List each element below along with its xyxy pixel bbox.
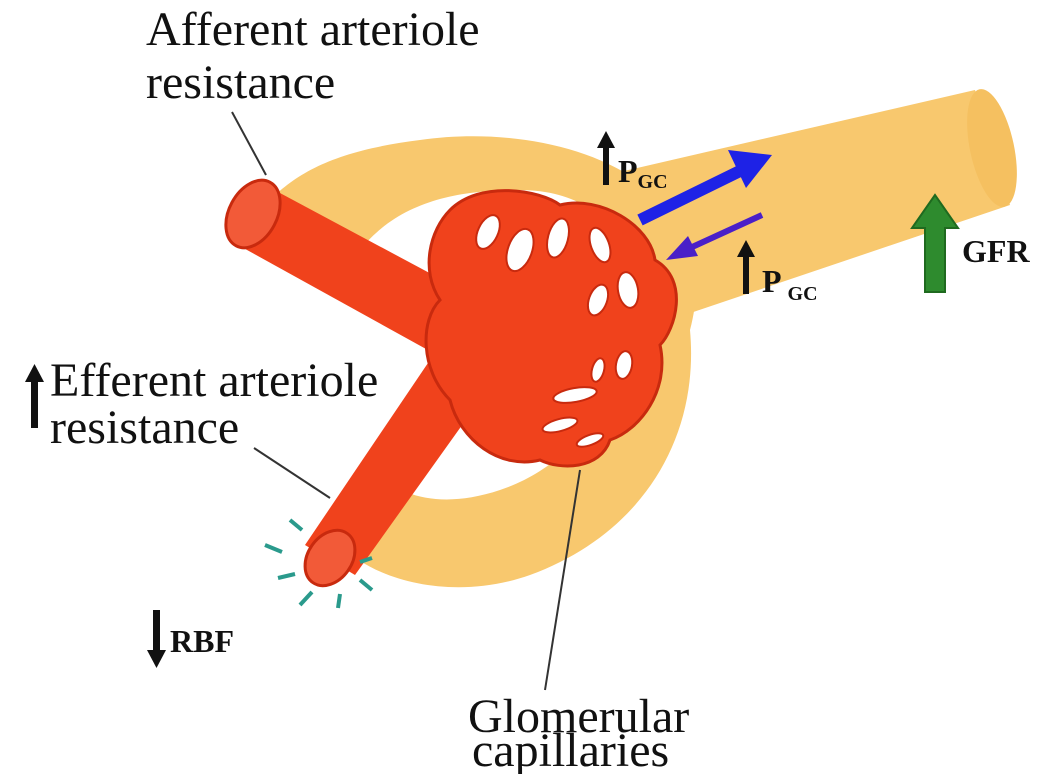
pgc-upper-sub: GC — [638, 171, 668, 193]
constriction-mark — [360, 580, 372, 590]
efferent-resistance-up-arrow — [25, 364, 44, 428]
efferent-leader — [254, 448, 330, 498]
constriction-mark — [265, 545, 282, 552]
rbf-label: RBF — [170, 623, 234, 659]
constriction-mark — [338, 594, 340, 608]
constriction-mark — [300, 592, 312, 605]
constriction-mark — [290, 520, 302, 530]
pgc-upper-label: PGC — [618, 153, 668, 193]
glomerular-label-line2: capillaries — [472, 724, 669, 774]
efferent-label-line1: Efferent arteriole — [50, 354, 378, 407]
pgc-lower-sub: GC — [788, 283, 818, 305]
efferent-label-line2: resistance — [50, 401, 239, 454]
pgc-lower-main: P — [762, 263, 782, 299]
gfr-label: GFR — [962, 233, 1030, 269]
rbf-down-arrow — [147, 610, 166, 668]
constriction-mark — [278, 574, 295, 578]
afferent-label-line1: Afferent arteriole — [146, 3, 480, 56]
afferent-leader — [232, 112, 266, 175]
pgc-upper-main: P — [618, 153, 638, 189]
afferent-label-line2: resistance — [146, 56, 335, 109]
